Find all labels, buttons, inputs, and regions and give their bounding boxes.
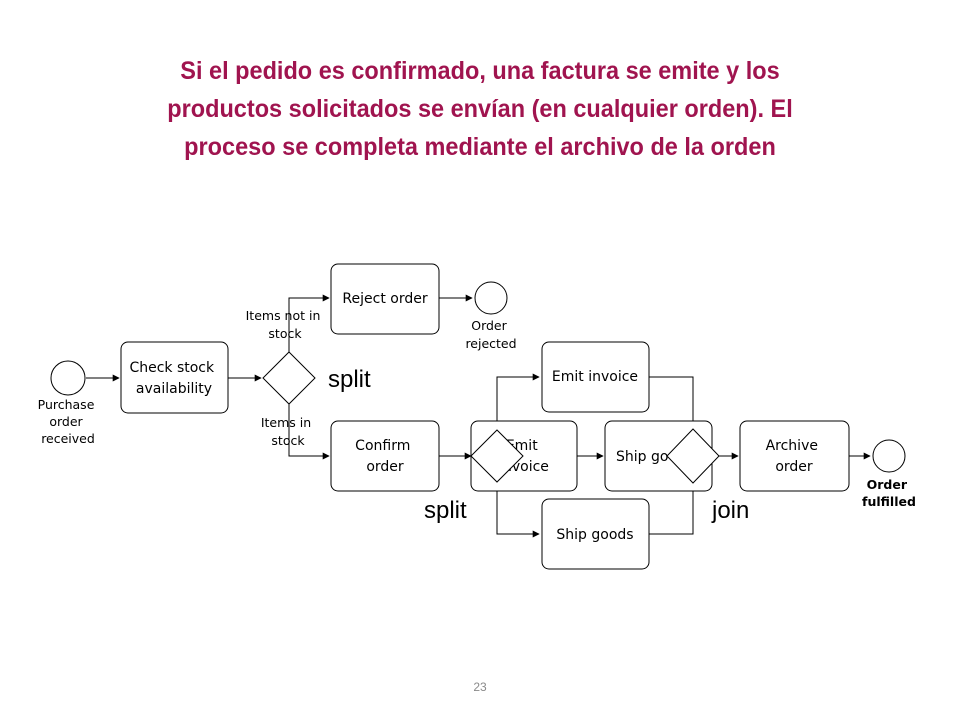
flow-split-to-emit-invoice <box>496 373 540 430</box>
flow-split-to-reject <box>288 294 330 352</box>
task-confirm-order-label: Confirm order <box>355 438 415 475</box>
start-event-circle <box>50 360 86 396</box>
split-gateway-1 <box>262 351 316 405</box>
task-check-stock <box>120 341 229 414</box>
annotation-split-1: split <box>328 366 371 393</box>
title-line-1: Si el pedido es confirmado, una factura … <box>180 57 780 85</box>
task-ship-goods-label: Ship goods <box>556 527 633 543</box>
title-line-2: productos solicitados se envían (en cual… <box>167 95 793 123</box>
task-emit-invoice-label: Emit invoice <box>552 369 638 385</box>
flow-split-to-confirm <box>288 404 330 460</box>
start-event-label: Purchase order received <box>38 397 99 446</box>
task-archive-order-label: Archive order <box>766 438 823 475</box>
slide-title: Si el pedido es confirmado, una factura … <box>66 52 893 166</box>
end-event-rejected-circle <box>474 281 508 315</box>
flow-label-in-stock: Items in stock <box>261 415 315 448</box>
end-event-fulfilled-label: Order fulfilled <box>862 477 916 509</box>
task-check-stock-label: Check stock availability <box>129 360 218 397</box>
sequence-flows <box>86 294 871 538</box>
task-archive-order <box>739 420 850 492</box>
task-ship-goods <box>541 498 650 570</box>
annotation-join: join <box>711 497 749 524</box>
annotation-split-2: split <box>424 497 467 524</box>
flow-emit-invoice-to-join <box>649 376 697 428</box>
flow-ship-goods-to-join <box>649 484 697 535</box>
flow-label-not-in-stock: Items not in stock <box>246 308 325 341</box>
end-event-rejected-label: Order rejected <box>465 318 516 351</box>
flow-split-to-ship-goods <box>496 482 540 538</box>
split-gateway-2 <box>470 429 524 483</box>
title-line-3: proceso se completa mediante el archivo … <box>184 133 776 161</box>
end-event-fulfilled-circle <box>872 439 906 473</box>
join-gateway <box>666 428 720 484</box>
task-confirm-order <box>330 420 440 492</box>
task-emit-invoice <box>541 341 650 413</box>
task-reject-order-label: Reject order <box>342 291 427 307</box>
page-number: 23 <box>473 680 487 694</box>
task-reject-order <box>330 263 440 335</box>
